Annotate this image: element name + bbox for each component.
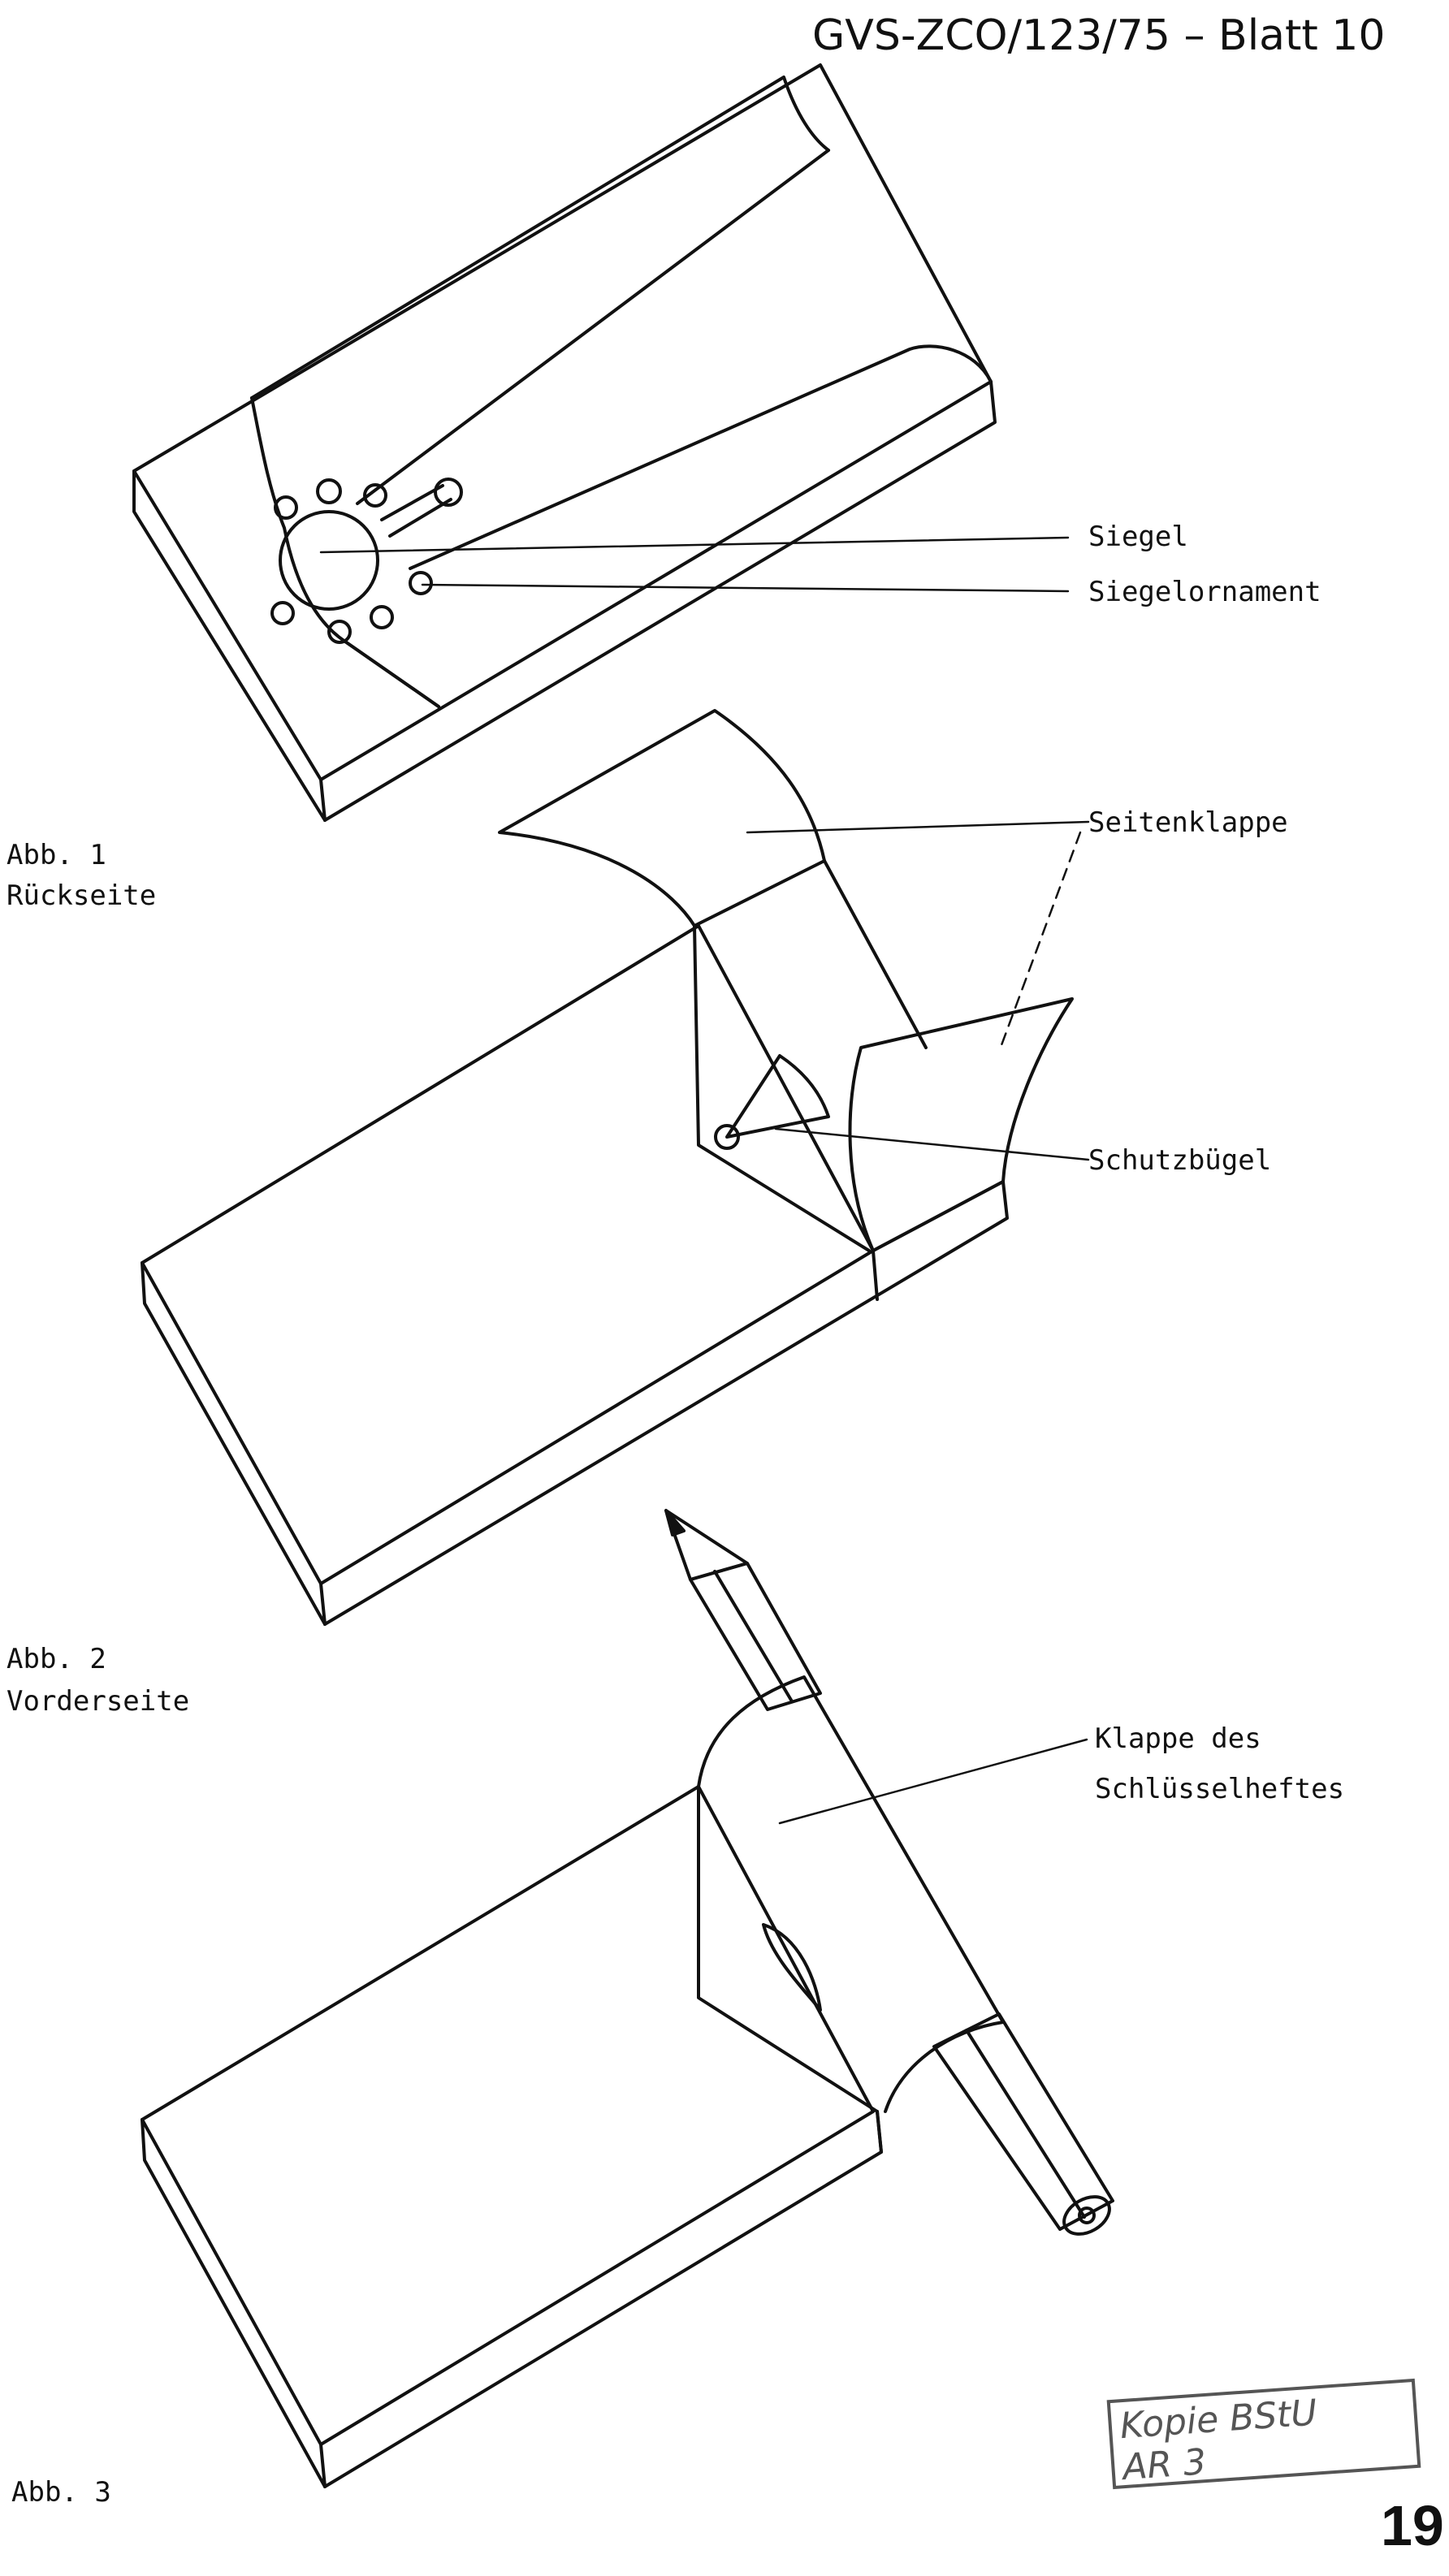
stamp-line-1: Kopie BStU <box>1118 2392 1319 2448</box>
label-schluesselheftes: Schlüsselheftes <box>1095 1773 1345 1805</box>
fig2-right-flap <box>848 997 1074 1252</box>
leader-seitenklappe-1 <box>746 820 1090 834</box>
fig1-fold <box>356 149 830 505</box>
pencil-lower-facet <box>965 2029 1086 2219</box>
pencil-upper-facet <box>713 1570 794 1703</box>
label-klappe-des: Klappe des <box>1095 1722 1261 1755</box>
protection-bracket <box>725 1054 830 1139</box>
figure-1-drawing <box>132 63 1070 822</box>
pencil-end-core <box>1078 2206 1096 2224</box>
seal-ornament <box>270 478 433 644</box>
protection-bracket-pivot <box>714 1124 740 1150</box>
caption-fig2-number: Abb. 2 <box>6 1643 106 1675</box>
figure-3-drawing <box>141 1509 1114 2488</box>
caption-fig3-number: Abb. 3 <box>11 2476 111 2509</box>
fig2-step-line <box>872 1249 879 1301</box>
document-reference: GVS-ZCO/123/75 – Blatt 10 <box>812 11 1386 60</box>
leader-seitenklappe-2 <box>997 831 1082 1053</box>
leader-siegelornament <box>421 583 1070 593</box>
pencil-lead <box>664 1509 686 1537</box>
fig1-panel-edge <box>250 396 440 708</box>
fig3-flap-hole <box>762 1923 822 2012</box>
label-siegelornament: Siegelornament <box>1088 576 1321 608</box>
pencil-upper <box>689 1562 822 1711</box>
seal-pin <box>380 484 452 538</box>
fig1-lower-edge <box>344 640 440 708</box>
caption-fig1-number: Abb. 1 <box>6 839 106 871</box>
fig2-base-side <box>141 1261 327 1626</box>
seal-pin-head <box>434 478 463 507</box>
fig3-wall <box>697 1785 879 2113</box>
fig2-wall-back <box>823 859 928 1049</box>
fig3-base-top <box>141 1785 875 2446</box>
key-booklet-flap <box>697 1675 1005 2113</box>
seal <box>279 510 379 611</box>
fig3-base-side <box>141 2118 327 2488</box>
fig2-left-flap <box>498 709 826 927</box>
fig3-step-line <box>876 2110 883 2154</box>
leader-klappe <box>778 1738 1088 1825</box>
caption-fig1-title: Rückseite <box>6 880 157 912</box>
leader-siegel <box>319 536 1070 554</box>
fig1-panel <box>250 76 830 400</box>
fig3-base-front <box>319 2110 883 2488</box>
fig2-base-front <box>319 1180 1009 1626</box>
fig2-wall <box>693 924 871 1252</box>
page-number: 19 <box>1381 2494 1444 2557</box>
leader-schutzbuegel <box>774 1127 1090 1161</box>
caption-fig2-title: Vorderseite <box>6 1685 190 1718</box>
pencil-end <box>1062 2195 1111 2236</box>
fig1-base-side <box>132 469 327 822</box>
pencil-tip <box>664 1509 749 1581</box>
fig2-base-top <box>141 924 875 1585</box>
figure-2-drawing <box>141 709 1090 1626</box>
stamp-line-2: AR 3 <box>1121 2441 1208 2489</box>
fig1-base-front <box>319 380 997 822</box>
label-siegel: Siegel <box>1088 521 1188 553</box>
pencil-lower <box>932 2012 1114 2231</box>
label-seitenklappe: Seitenklappe <box>1088 806 1288 839</box>
fig1-base-top <box>132 63 993 781</box>
fig1-inner-line <box>409 344 993 570</box>
label-schutzbuegel: Schutzbügel <box>1088 1144 1272 1177</box>
